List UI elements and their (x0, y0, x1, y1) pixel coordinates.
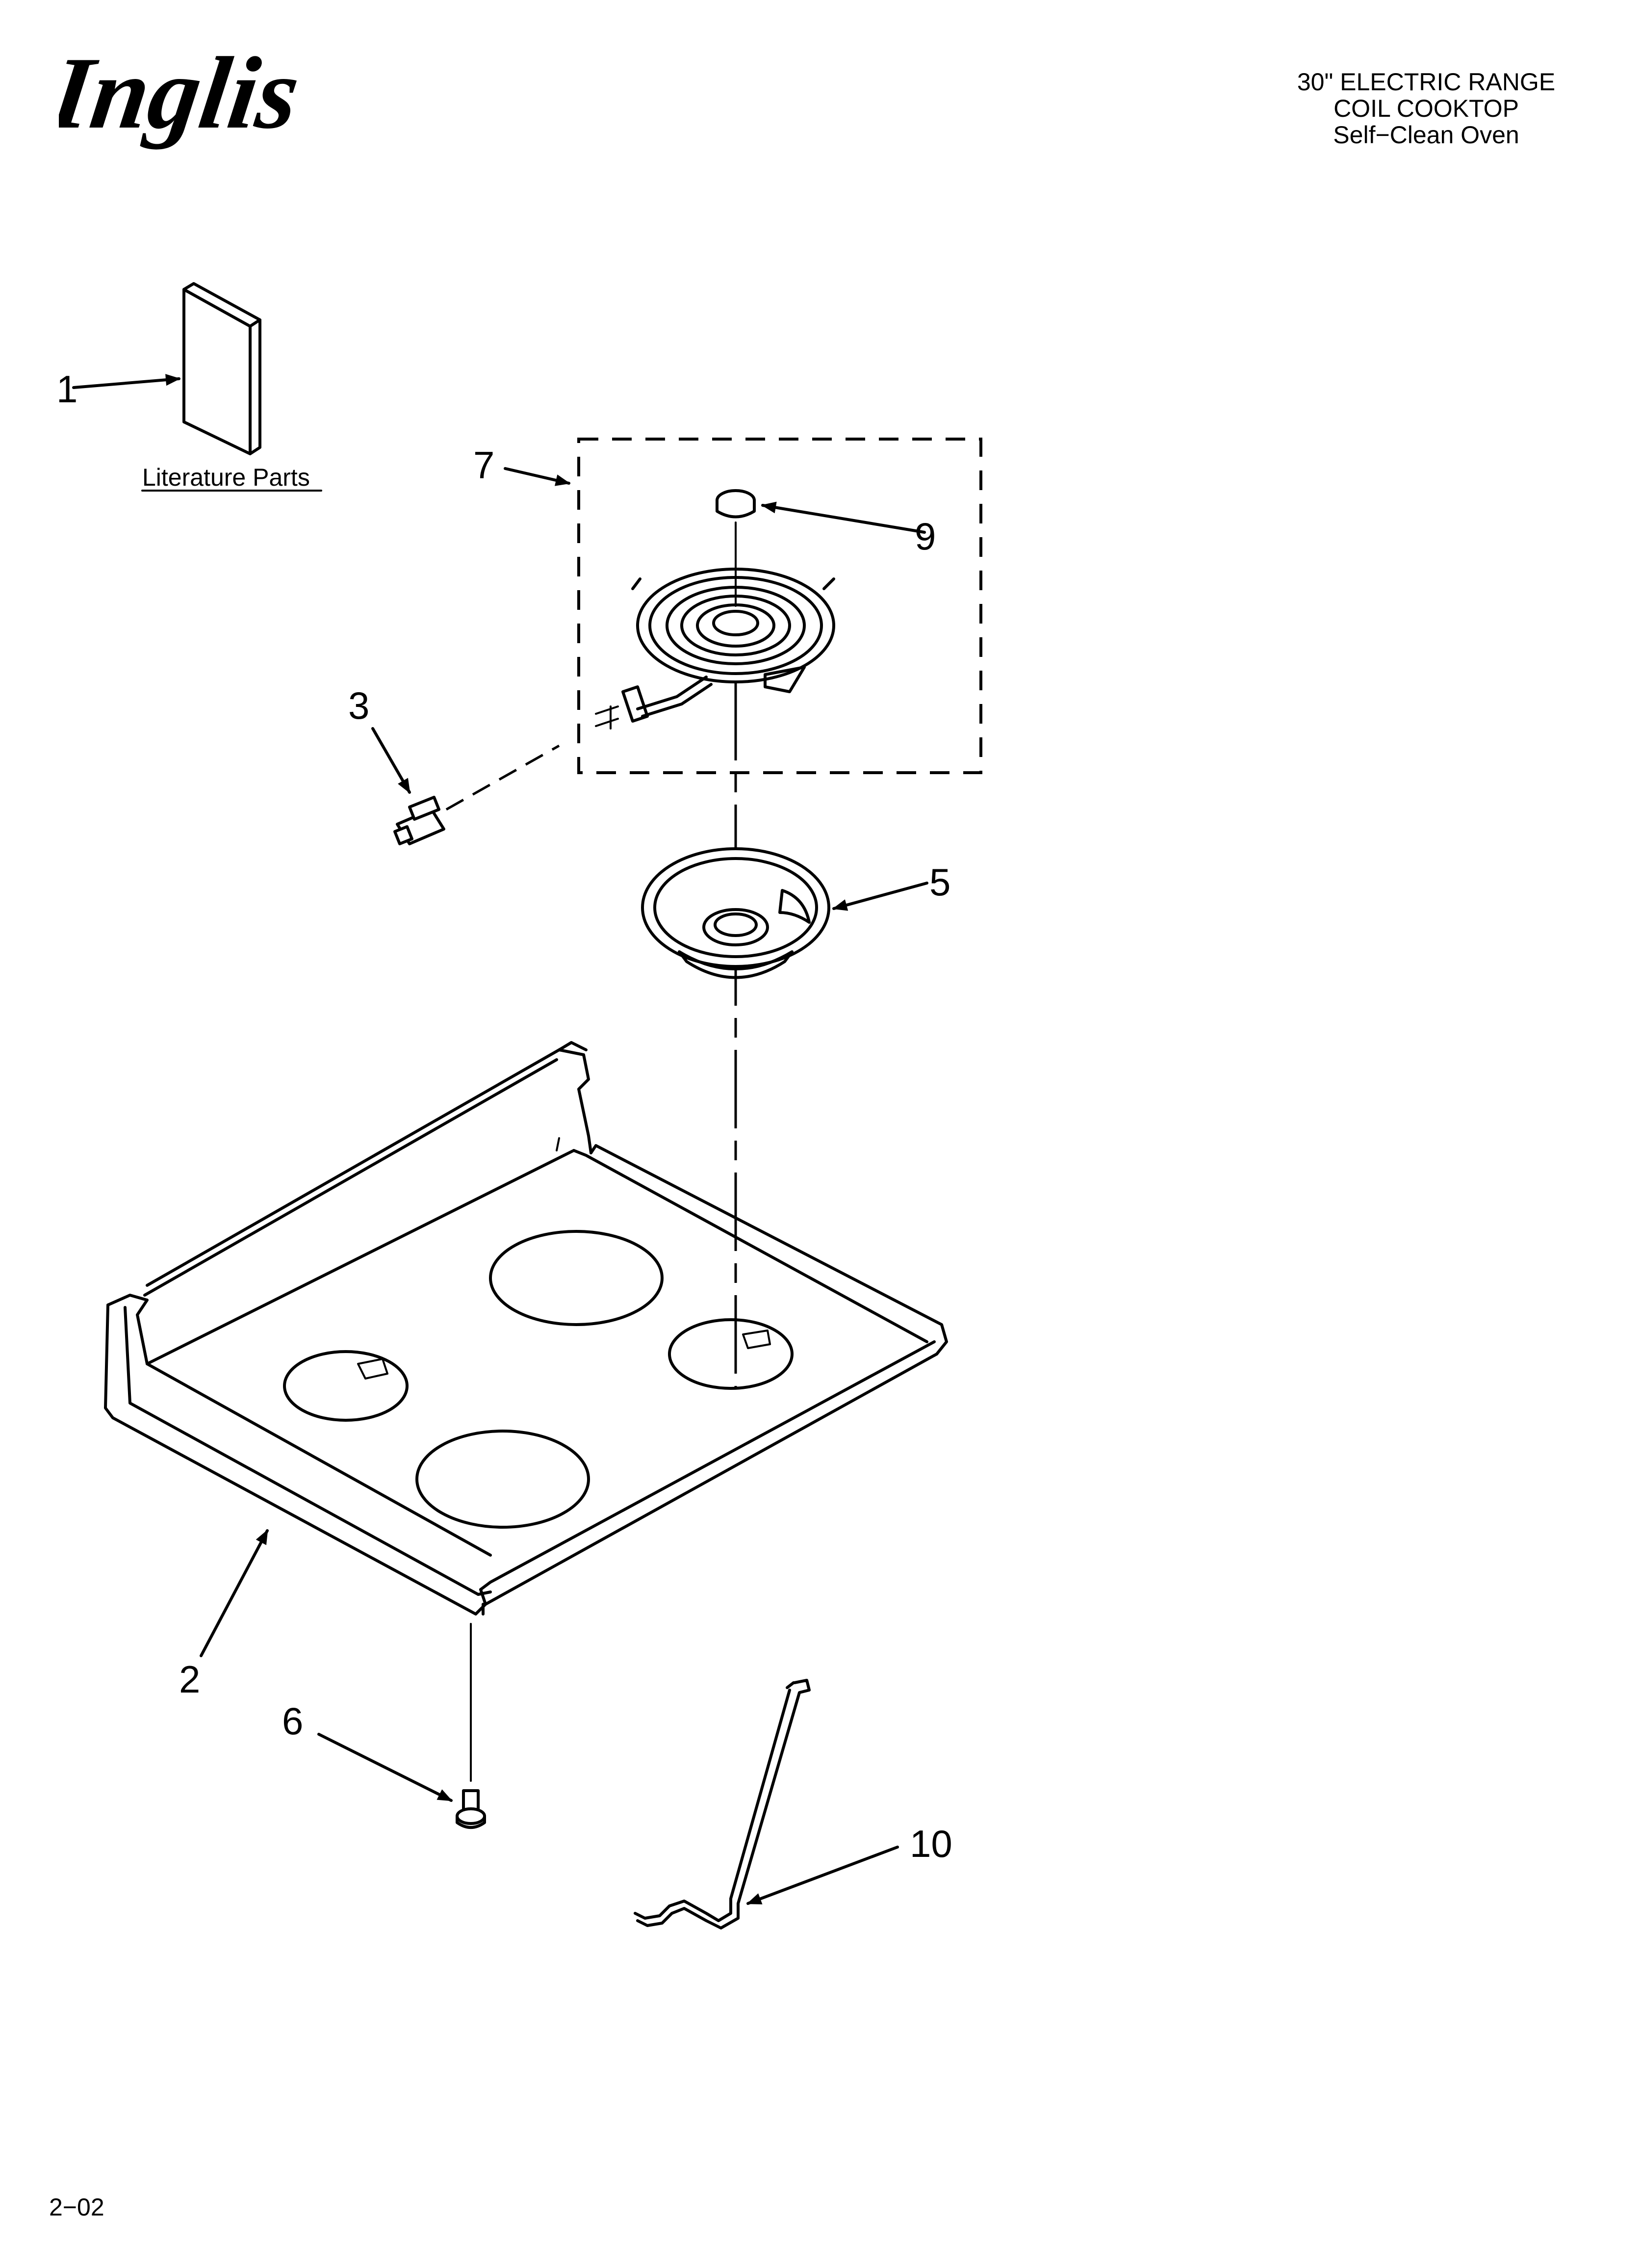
header-line-2: COIL COOKTOP (1334, 95, 1519, 122)
callout-3: 3 (348, 684, 369, 727)
revision-code: 2−02 (49, 2193, 104, 2221)
callout-7: 7 (473, 443, 494, 487)
header-line-3: Self−Clean Oven (1333, 121, 1519, 149)
callout-9: 9 (915, 515, 936, 558)
callout-1: 1 (56, 367, 77, 411)
literature-booklet: 1 Literature Parts (56, 282, 322, 492)
logo-text: Inglis (59, 44, 306, 150)
literature-parts-caption: Literature Parts (142, 464, 310, 491)
wire-bracket: 10 (634, 1679, 952, 1929)
header-line-1: 30" ELECTRIC RANGE (1297, 68, 1556, 96)
surface-element-assembly: 7 9 (473, 438, 982, 774)
callout-2: 2 (179, 1658, 200, 1701)
cooktop: 2 (104, 1041, 948, 1701)
callout-6: 6 (282, 1699, 303, 1743)
callout-10: 10 (910, 1822, 952, 1865)
model-header: 30" ELECTRIC RANGE COIL COOKTOP Self−Cle… (1142, 69, 1583, 148)
terminal-block: 3 (348, 684, 560, 845)
drip-bowl: 5 (641, 847, 950, 979)
inglis-logo: Inglis (59, 44, 306, 150)
callout-5: 5 (929, 860, 950, 904)
screw: 6 (282, 1623, 486, 1829)
